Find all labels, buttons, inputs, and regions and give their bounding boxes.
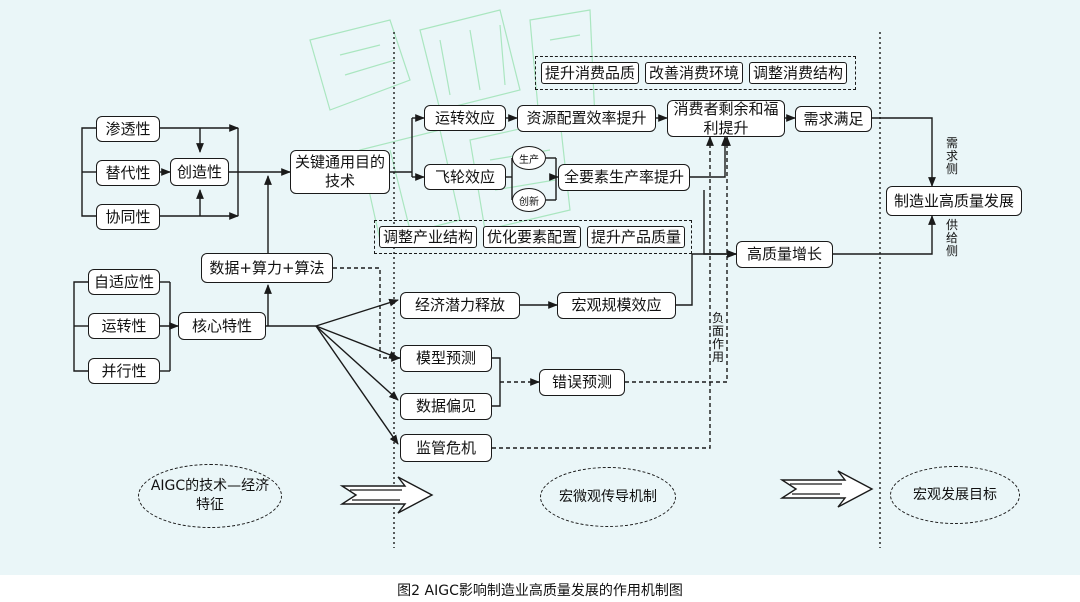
core-features: 核心特性 <box>178 312 266 340</box>
feature-parallel: 并行性 <box>88 358 160 384</box>
consumption-item-3: 调整消费结构 <box>749 62 847 84</box>
innovation-node: 创新 <box>512 188 546 212</box>
regulatory-crisis: 监管危机 <box>400 434 492 462</box>
section-transmission-mechanism: 宏微观传导机制 <box>540 467 676 527</box>
consumption-item-1: 提升消费品质 <box>541 62 639 84</box>
model-prediction: 模型预测 <box>400 345 492 372</box>
industry-item-3: 提升产品质量 <box>587 226 685 248</box>
supply-side-label: 供给侧 <box>945 218 958 258</box>
diagram-canvas: 渗透性 替代性 协同性 创造性 自适应性 运转性 并行性 核心特性 数据+算力+… <box>0 0 1080 575</box>
macro-scale-effect: 宏观规模效应 <box>557 292 676 319</box>
consumption-group <box>535 56 856 90</box>
feature-operation: 运转性 <box>88 313 160 339</box>
consumption-item-2: 改善消费环境 <box>645 62 743 84</box>
section-tech-econ-features: AIGC的技术—经济 特征 <box>138 464 282 528</box>
manufacturing-high-quality-development: 制造业高质量发展 <box>886 186 1022 216</box>
flywheel-effect: 飞轮效应 <box>424 164 506 190</box>
resource-allocation-efficiency: 资源配置效率提升 <box>517 105 656 132</box>
economic-potential-release: 经济潜力释放 <box>400 292 520 319</box>
production-node: 生产 <box>512 146 546 170</box>
demand-satisfaction: 需求满足 <box>795 106 872 132</box>
consumer-surplus-welfare: 消费者剩余和福 利提升 <box>667 100 785 137</box>
feature-creativity: 创造性 <box>170 158 229 186</box>
total-factor-productivity: 全要素生产率提升 <box>558 164 690 191</box>
figure-caption: 图2 AIGC影响制造业高质量发展的作用机制图 <box>397 583 683 599</box>
operation-effect: 运转效应 <box>424 105 506 131</box>
feature-seepage: 渗透性 <box>96 116 160 142</box>
negative-effect-label: 负面作用 <box>711 311 724 364</box>
feature-substitution: 替代性 <box>96 160 160 186</box>
industry-item-2: 优化要素配置 <box>483 226 581 248</box>
key-general-purpose-tech: 关键通用目的 技术 <box>290 150 390 194</box>
section-macro-development-goal: 宏观发展目标 <box>890 466 1020 524</box>
data-bias: 数据偏见 <box>400 393 492 420</box>
demand-side-label: 需求侧 <box>945 136 958 176</box>
connector-layer <box>73 32 936 548</box>
industry-item-1: 调整产业结构 <box>379 226 477 248</box>
industry-group <box>374 220 692 254</box>
error-prediction: 错误预测 <box>539 369 625 396</box>
high-quality-growth: 高质量增长 <box>736 241 833 268</box>
feature-adaptive: 自适应性 <box>88 269 160 295</box>
feature-synergy: 协同性 <box>96 204 160 230</box>
data-compute-algorithm: 数据+算力+算法 <box>201 253 333 283</box>
